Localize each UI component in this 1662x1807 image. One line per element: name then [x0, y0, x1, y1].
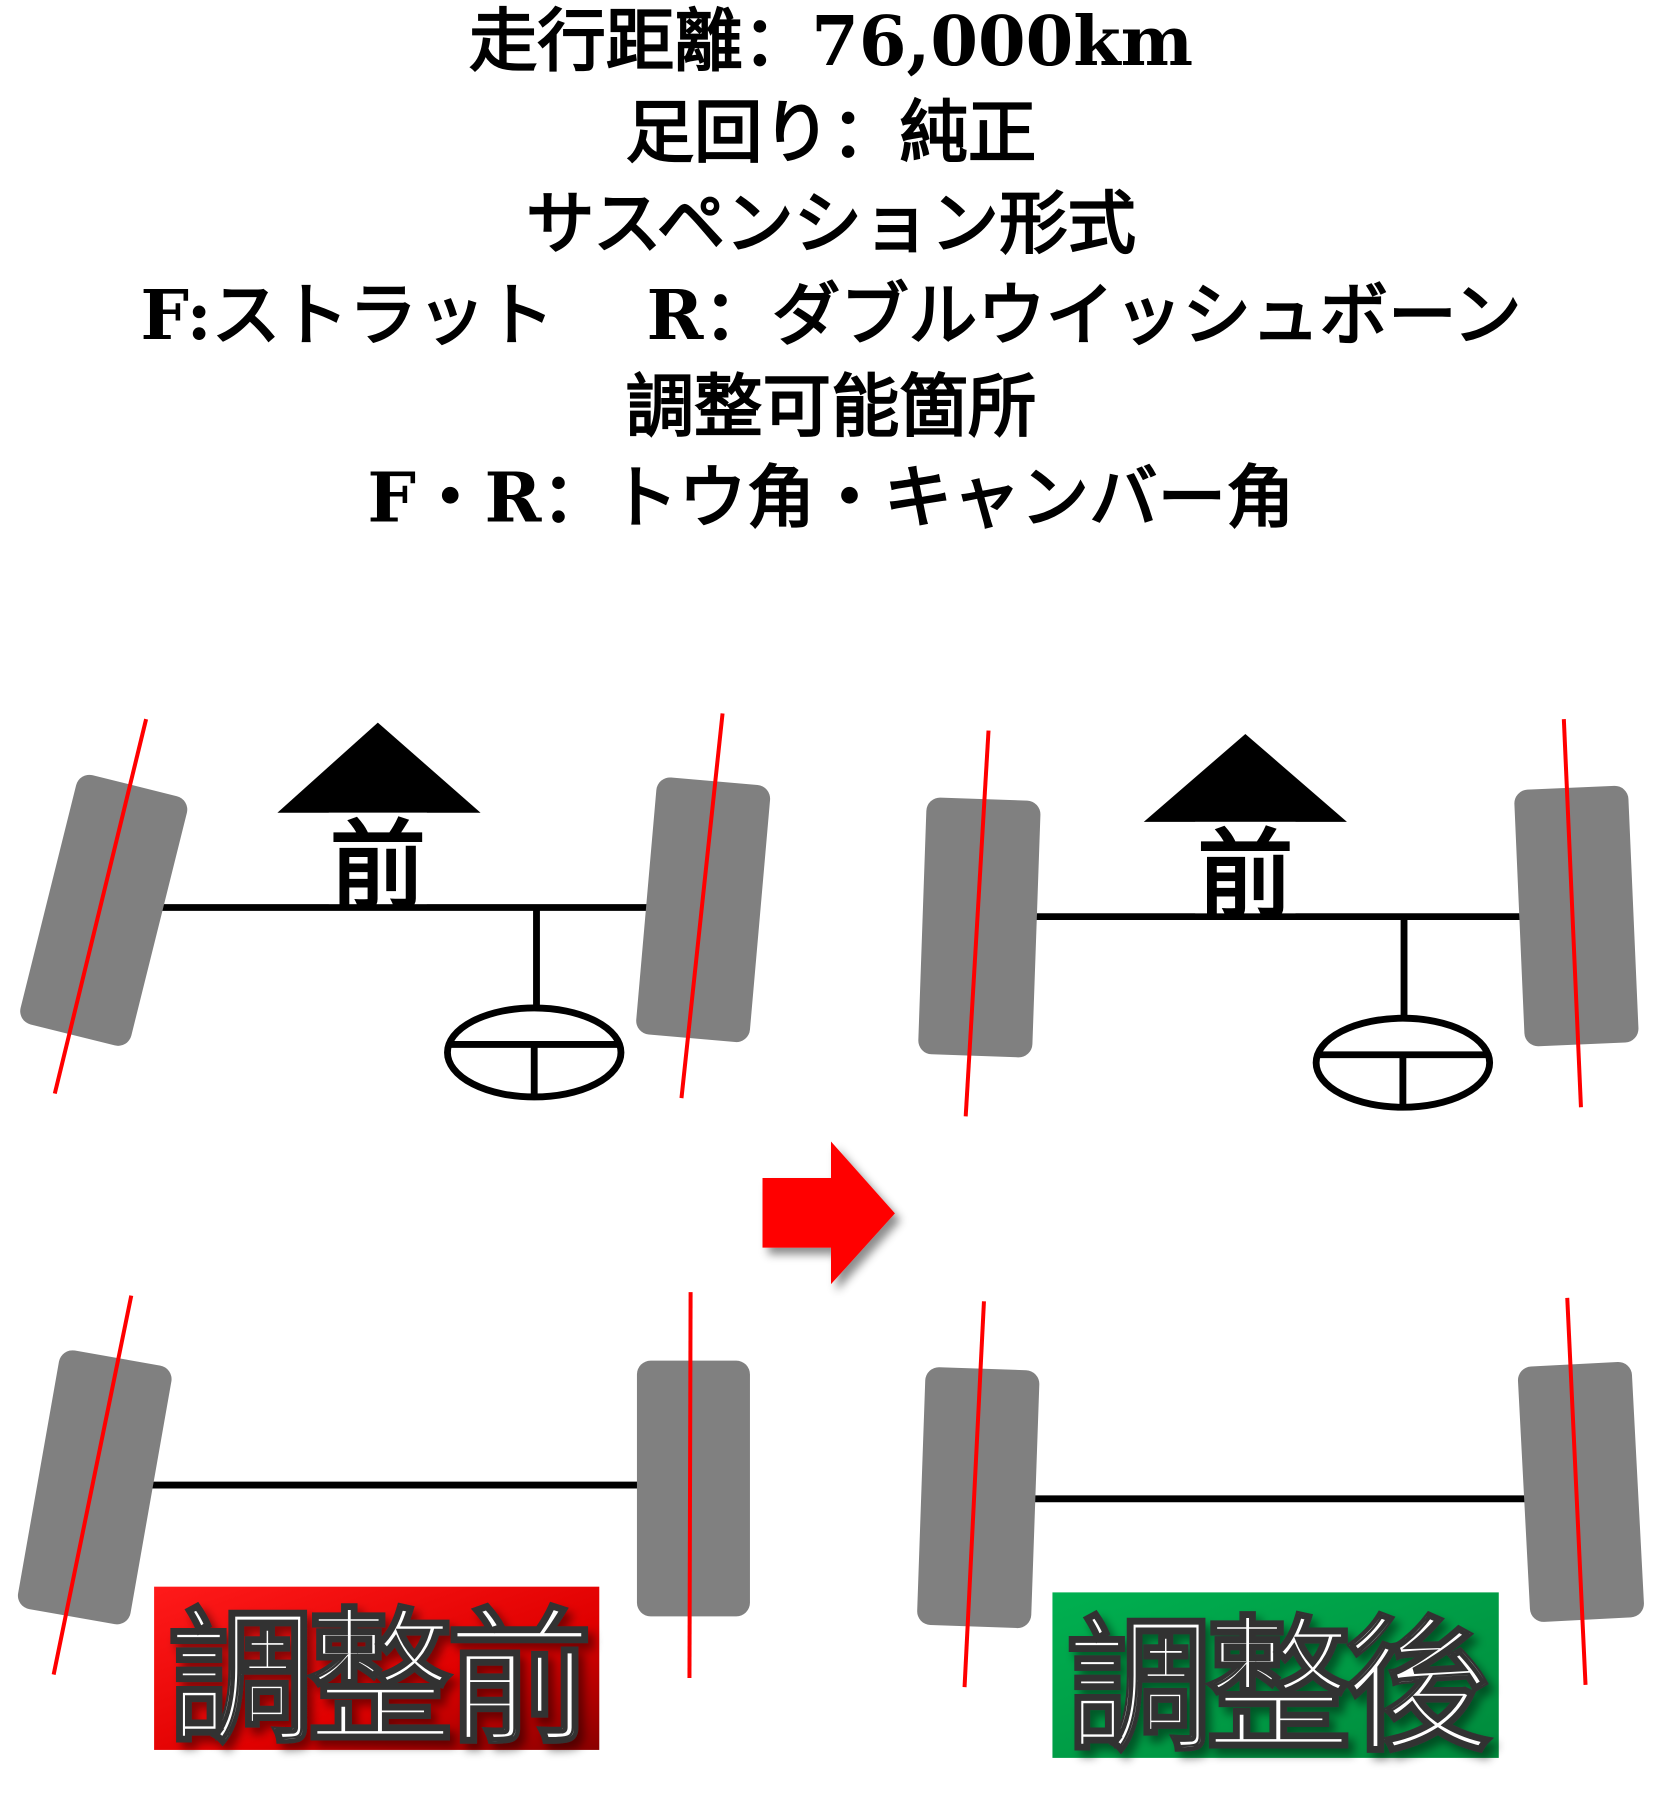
transition-arrow-icon [762, 1141, 895, 1285]
mileage-line: 走行距離：76,000km [469, 2, 1193, 82]
steering-wheel-icon [1312, 1014, 1494, 1111]
suspension-type-line: F:ストラット R：ダブルウイッシュボーン [140, 276, 1521, 356]
tire-right [1517, 1361, 1644, 1622]
tire-right [636, 1360, 750, 1617]
adjustable-line: F・R：トウ角・キャンバー角 [367, 459, 1294, 539]
before-label: 調整前 [154, 1586, 600, 1766]
tire-left [918, 797, 1041, 1058]
front-marker-text: 前 [1197, 820, 1293, 932]
camber-line-right [687, 1292, 693, 1679]
camber-line-left [51, 1295, 134, 1675]
camber-line-left [962, 1301, 986, 1688]
camber-line-right [1565, 1297, 1588, 1685]
tire-left [917, 1367, 1040, 1629]
after-label: 調整後 [1052, 1592, 1501, 1773]
camber-line-left [52, 718, 149, 1095]
front-direction-arrow-icon: 前 [277, 722, 481, 923]
front-marker-text: 前 [330, 811, 426, 923]
after-front-axle: 前 [918, 719, 1639, 1117]
camber-line-right [1561, 719, 1583, 1108]
before-rear-axle: 調整前 [17, 1292, 750, 1766]
steering-wheel-icon [444, 1004, 625, 1101]
suspension-parts-line: 足回り：純正 [626, 93, 1037, 173]
spec-header: 走行距離：76,000km 足回り：純正 サスペンション形式 F:ストラット R… [140, 2, 1521, 539]
tire-left [20, 774, 188, 1046]
camber-line-left [963, 730, 991, 1117]
camber-line-right [679, 713, 725, 1099]
after-rear-axle: 調整後 [917, 1297, 1644, 1773]
suspension-type-heading: サスペンション形式 [526, 185, 1136, 265]
after-label-text: 調整後 [1066, 1602, 1492, 1772]
tire-right [1514, 785, 1639, 1047]
before-label-text: 調整前 [168, 1594, 587, 1764]
before-front-axle: 前 [20, 713, 771, 1101]
front-direction-arrow-icon: 前 [1143, 733, 1347, 932]
adjustable-heading: 調整可能箇所 [626, 367, 1037, 447]
tire-left [17, 1350, 172, 1625]
